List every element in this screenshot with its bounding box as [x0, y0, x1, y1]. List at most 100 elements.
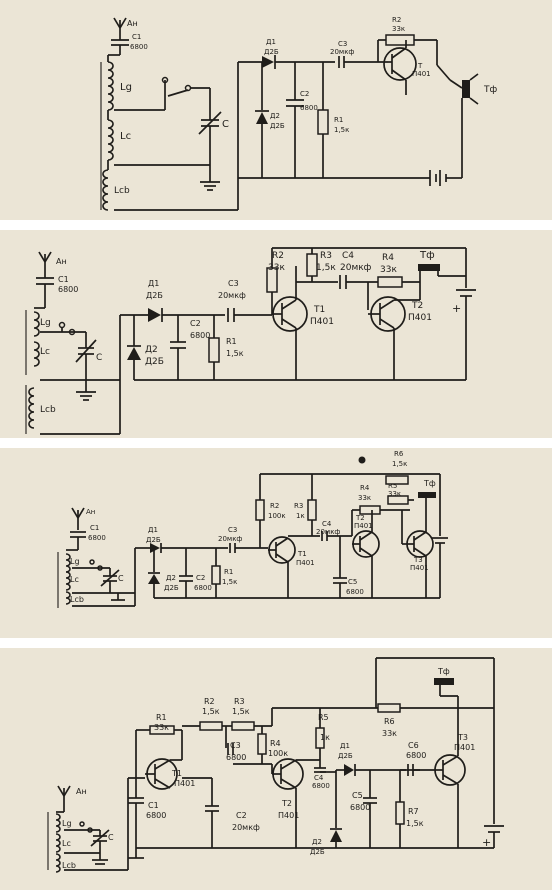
r1-value: 1,5к [334, 126, 349, 134]
c1-value: 6800 [146, 811, 166, 820]
transistor-t1 [272, 296, 308, 332]
diode-d2 [330, 828, 342, 842]
c4-label: C4 [314, 774, 324, 782]
capacitor-c1 [128, 797, 144, 804]
c4-label: C4 [322, 520, 332, 528]
resistor-r7 [395, 801, 405, 825]
transistor-t1 [268, 536, 296, 564]
capacitor-c1 [36, 277, 54, 285]
c3-label: C3 [228, 279, 239, 288]
panel-4-svg: Ан Lg Lc Lcb C R1 33к T1 П401 [47, 657, 504, 873]
c1-label: C1 [132, 33, 141, 41]
resistor-r3 [307, 499, 317, 521]
ground-symbol [200, 175, 220, 191]
r7-value: 1,5к [406, 819, 424, 828]
r1-label: R1 [226, 337, 237, 346]
antenna-symbol [57, 785, 71, 806]
r6-value: 1,5к [392, 460, 407, 468]
variable-capacitor-c [75, 332, 97, 380]
lcb-label: Lcb [114, 186, 130, 196]
c-var-label: C [108, 833, 114, 842]
resistor-r1 [317, 109, 329, 135]
headphone-tf [462, 80, 470, 98]
r7-label: R7 [408, 807, 419, 816]
lc-label: Lc [120, 131, 131, 142]
c3-label: C3 [338, 40, 347, 48]
r1-label: R1 [334, 116, 343, 124]
panel-3-svg: Ан C1 6800 Lg Lc Lcb C Д1 Д2Б Д2 Д2Б [57, 450, 448, 608]
coil-lc [33, 341, 40, 367]
separator-2 [0, 438, 552, 448]
panel-2-svg: Ан C1 6800 Lg Lc Lcb C Д1 Д2Б [25, 247, 476, 435]
coil-lg [55, 813, 61, 833]
variable-capacitor-c [90, 829, 110, 853]
lcb-label: Lcb [40, 405, 56, 415]
coil-lg [65, 553, 71, 573]
coil-lc [65, 571, 71, 591]
c5-label: C5 [352, 791, 363, 800]
headphone-tf [418, 492, 436, 498]
r6-label: R6 [394, 450, 404, 458]
c2-label: C2 [196, 574, 205, 582]
capacitor-c3 [227, 743, 234, 755]
r5-value: 1к [320, 733, 330, 742]
c-var-label: C [96, 353, 102, 363]
r2-label: R2 [392, 16, 401, 24]
t3-label: T3 [457, 733, 468, 742]
diode-d1 [148, 308, 163, 322]
capacitor-c3 [227, 308, 235, 322]
r2-value: 100к [268, 512, 286, 520]
antenna-symbol [113, 17, 127, 40]
r4-value: 100к [268, 749, 288, 758]
transistor-t2 [368, 296, 406, 332]
t1-type: П401 [174, 779, 195, 788]
resistor-r1 [211, 565, 221, 585]
resistor-r4 [359, 505, 381, 515]
t-type: П401 [412, 70, 431, 78]
r2-value: 33к [268, 263, 285, 273]
c4-label: C4 [342, 251, 354, 261]
capacitor-c3 [229, 543, 236, 553]
c5-value: 6800 [346, 588, 364, 596]
d1-label: Д1 [266, 38, 276, 46]
resistor-r2 [385, 34, 415, 46]
lcb-label: Lcb [70, 595, 84, 604]
capacitor-c2 [205, 805, 219, 812]
t3-type: П401 [454, 743, 475, 752]
d2-type: Д2Б [145, 357, 164, 367]
antenna-symbol [38, 251, 52, 278]
c3-value: 20мкф [218, 291, 246, 300]
resistor-r2 [199, 721, 223, 731]
capacitor-c1 [70, 531, 86, 538]
t2-type: П401 [354, 522, 373, 530]
variable-capacitor-c [198, 88, 222, 175]
r3-value: 1,5к [232, 707, 250, 716]
t1-label: T1 [313, 305, 325, 315]
lg-label: Lg [120, 82, 132, 93]
c3-label: C3 [230, 741, 241, 750]
t-label: T [417, 62, 423, 70]
d1-type: Д2Б [264, 48, 279, 56]
coil-lcb [55, 853, 61, 873]
lg-label: Lg [70, 557, 80, 566]
t1-label: T1 [171, 769, 182, 778]
ground-symbol-2 [128, 848, 144, 859]
ground-symbol [76, 380, 96, 401]
d1-label: Д1 [148, 279, 159, 288]
c5-label: C5 [348, 578, 357, 586]
d1-type: Д2Б [338, 752, 353, 760]
lcb-label: Lcb [62, 861, 76, 870]
schematic-panel-2: Ан C1 6800 Lg Lc Lcb C Д1 Д2Б [0, 230, 552, 438]
r6-value: 33к [382, 729, 397, 738]
r2-value: 33к [392, 25, 405, 33]
tf-label: Тф [437, 667, 450, 676]
resistor-r1 [208, 337, 220, 363]
d2-label: Д2 [145, 345, 158, 355]
d1-type: Д2Б [146, 536, 161, 544]
schematic-panel-4: Ан Lg Lc Lcb C R1 33к T1 П401 [0, 648, 552, 890]
headphone-tf [418, 264, 440, 271]
resistor-r2 [255, 499, 265, 521]
resistor-r4 [377, 276, 403, 288]
ground-symbol [111, 593, 125, 601]
r3-value: 1к [296, 512, 305, 520]
